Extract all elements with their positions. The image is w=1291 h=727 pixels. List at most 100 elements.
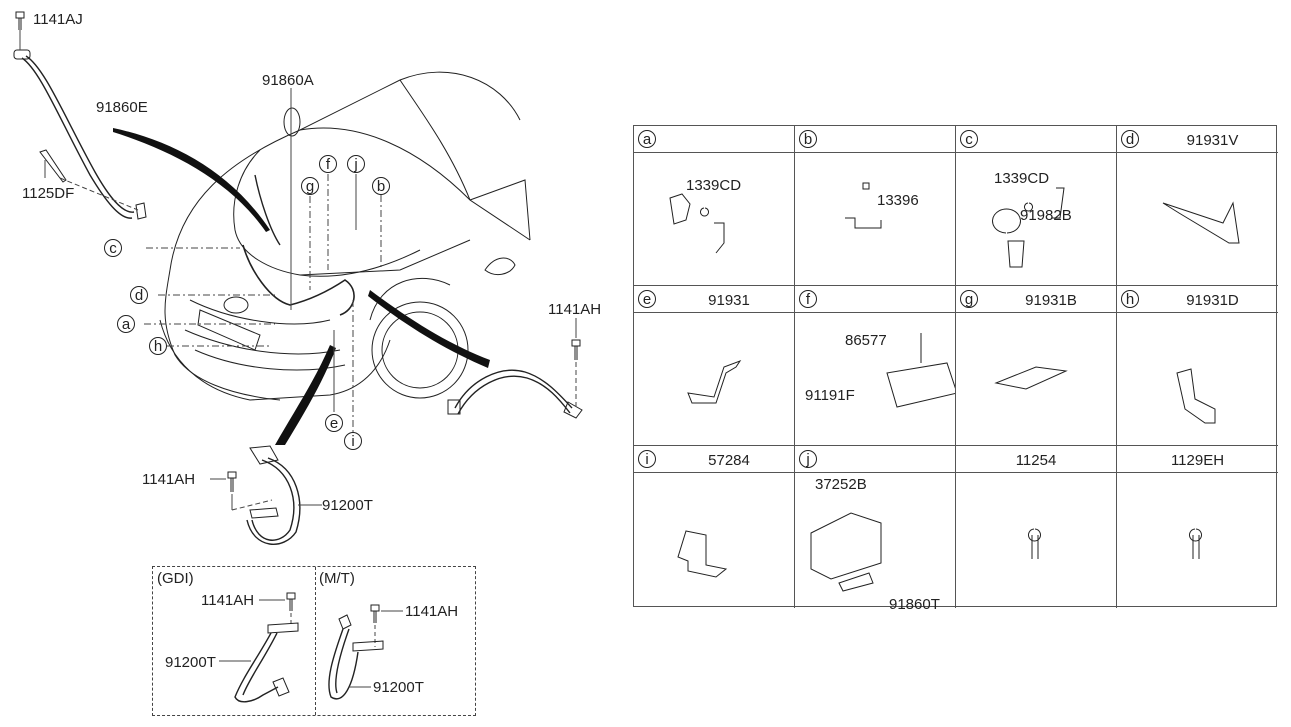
part-number: 91931B — [1025, 292, 1077, 309]
part-illustration — [810, 512, 882, 592]
part-label: 86577 — [845, 332, 887, 349]
parts-cell-body — [634, 473, 794, 608]
part-label: 91860T — [889, 596, 940, 613]
parts-cell-1129eh: 1129EH — [1117, 446, 1278, 608]
parts-cell-e: e 91931 — [634, 286, 795, 446]
label-1141ah-lower: 1141AH — [142, 471, 196, 488]
part-number: 91931V — [1186, 132, 1239, 149]
parts-cell-header: f — [795, 286, 955, 313]
parts-cell-header: a — [634, 126, 794, 153]
parts-cell-header: g 91931B — [956, 286, 1116, 313]
mt-title: (M/T) — [319, 570, 355, 587]
callout-i: i — [344, 432, 362, 450]
parts-cell-body: 86577 91191F — [795, 313, 955, 445]
parts-cell-header: 1129EH — [1117, 446, 1278, 473]
parts-cell-f: f 86577 91191F — [795, 286, 956, 446]
callout-i: i — [638, 450, 656, 468]
part-label: 13396 — [877, 192, 919, 209]
part-number: 11254 — [1015, 452, 1057, 469]
mt-cable-label: 91200T — [373, 679, 424, 696]
part-illustration — [669, 193, 725, 254]
callout-j: j — [799, 450, 817, 468]
parts-cell-b: b 13396 — [795, 126, 956, 286]
part-illustration — [994, 366, 1068, 390]
car-illustration — [13, 11, 583, 545]
leader-stroke-left — [113, 128, 270, 232]
part-illustration — [687, 359, 742, 404]
parts-cell-header: 11254 — [956, 446, 1116, 473]
gdi-cable-label: 91200T — [165, 654, 216, 671]
part-illustration — [886, 333, 955, 408]
part-label: 91191F — [805, 387, 855, 404]
callout-f: f — [319, 155, 337, 173]
callout-c: c — [104, 239, 122, 257]
cable-91860e — [21, 57, 133, 219]
part-illustration — [845, 182, 882, 229]
callout-d: d — [1121, 130, 1139, 148]
leader-stroke-right — [368, 290, 490, 368]
callout-h: h — [1121, 290, 1139, 308]
wiring-harness — [242, 244, 355, 316]
parts-cell-c: c 1339CD 91982B — [956, 126, 1117, 286]
callout-e: e — [325, 414, 343, 432]
label-1125df: 1125DF — [22, 185, 75, 202]
part-number: 91931 — [708, 292, 750, 309]
callout-b: b — [799, 130, 817, 148]
leader-stroke-bottom — [275, 345, 336, 445]
label-91200t: 91200T — [322, 497, 373, 514]
callout-e: e — [638, 290, 656, 308]
parts-cell-body — [1117, 153, 1278, 285]
options-divider — [315, 567, 316, 715]
part-number: 1129EH — [1170, 452, 1225, 469]
parts-cell-j: j 37252B 91860T — [795, 446, 956, 612]
parts-cell-11254: 11254 — [956, 446, 1117, 608]
part-number: 57284 — [708, 452, 750, 469]
callout-f: f — [799, 290, 817, 308]
parts-grid: a 1339CD b 13396 c 1339CD 91982B d 91931V e 91931 f… — [633, 125, 1278, 612]
parts-cell-a: a 1339CD — [634, 126, 795, 286]
callout-j: j — [347, 155, 365, 173]
parts-cell-body — [634, 313, 794, 445]
label-91860e: 91860E — [96, 99, 148, 116]
part-illustration — [677, 530, 728, 578]
callout-h: h — [149, 337, 167, 355]
gdi-bolt-label: 1141AH — [201, 592, 255, 609]
parts-cell-header: c — [956, 126, 1116, 153]
parts-cell-body — [956, 473, 1116, 608]
grille-logo — [223, 296, 249, 314]
car-windshield — [299, 127, 471, 201]
part-illustration — [1162, 201, 1240, 244]
part-illustration — [1189, 528, 1202, 559]
part-label: 1339CD — [994, 170, 1050, 187]
callout-a: a — [117, 315, 135, 333]
mt-cable — [328, 628, 359, 700]
part-label: 37252B — [815, 476, 867, 493]
part-illustration — [1176, 368, 1216, 424]
parts-cell-body: 1339CD — [634, 153, 794, 285]
parts-cell-body: 1339CD 91982B — [956, 153, 1116, 285]
parts-cell-body — [956, 313, 1116, 445]
parts-cell-body: 13396 — [795, 153, 955, 285]
callout-a: a — [638, 130, 656, 148]
callout-g: g — [960, 290, 978, 308]
parts-cell-header: e 91931 — [634, 286, 794, 313]
parts-cell-body — [1117, 313, 1278, 445]
cable-91200t — [251, 459, 295, 541]
parts-cell-g: g 91931B — [956, 286, 1117, 446]
parts-cell-header: b — [795, 126, 955, 153]
mt-bolt-label: 1141AH — [405, 603, 459, 620]
gdi-cable — [234, 632, 279, 703]
cable-right — [454, 369, 573, 409]
parts-cell-body: 37252B 91860T — [795, 473, 955, 612]
part-illustration — [1028, 528, 1041, 559]
variant-options-box: (GDI) 1141AH 91200T (M/T) 1141AH 91200T — [152, 566, 476, 716]
parts-cell-body — [1117, 473, 1278, 608]
label-1141aj: 1141AJ — [33, 11, 83, 28]
parts-cell-header: j — [795, 446, 955, 473]
callout-c: c — [960, 130, 978, 148]
label-91860a: 91860A — [262, 72, 314, 89]
car-hood-outline — [169, 71, 521, 271]
part-label: 91982B — [1020, 207, 1072, 224]
